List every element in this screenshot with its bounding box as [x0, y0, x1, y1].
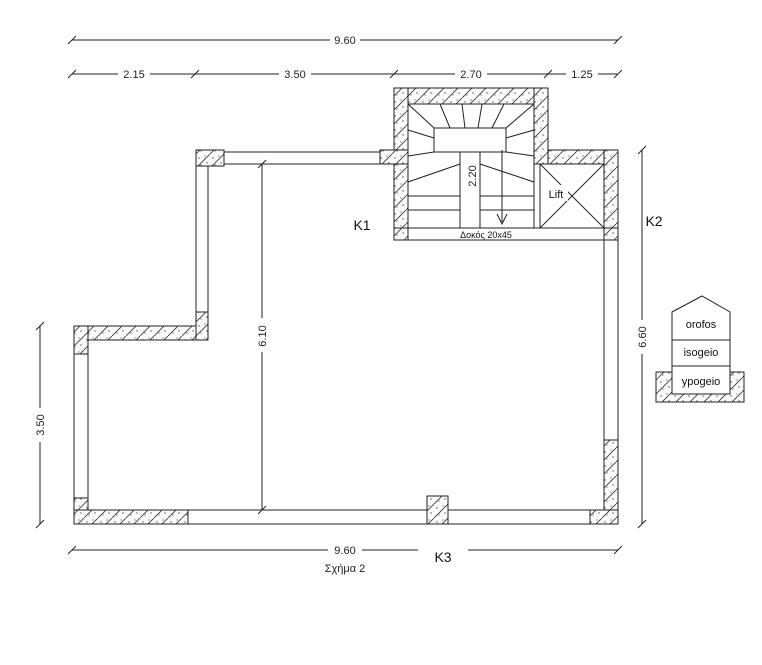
- lift-shaft: Lift: [539, 163, 605, 229]
- wall-outlines: [73, 151, 619, 525]
- legend-level-ypogeio: ypogeio: [682, 376, 721, 388]
- beam-label: Δοκός 20x45: [460, 230, 512, 240]
- legend-level-orofos: orofos: [686, 319, 717, 331]
- top-total-label: 9.60: [334, 35, 355, 47]
- left-dimension: 3.50: [31, 321, 49, 529]
- label-k3: K3: [434, 549, 451, 565]
- interior-height-label: 6.10: [257, 325, 269, 346]
- top-segment-2: 3.50: [284, 69, 305, 81]
- left-dimension-label: 3.50: [35, 414, 47, 435]
- label-k1: K1: [353, 217, 370, 233]
- lift-label: Lift: [549, 189, 564, 201]
- bottom-total-dimension: 9.60: [67, 542, 623, 562]
- top-segment-1: 2.15: [123, 69, 144, 81]
- walls: [73, 87, 619, 525]
- label-k2: K2: [645, 213, 662, 229]
- right-dimension-label: 6.60: [637, 326, 649, 347]
- staircase: 2.20: [407, 103, 535, 229]
- figure-caption: Σχήμα 2: [325, 563, 366, 575]
- interior-height-dimension: 6.10: [253, 159, 271, 515]
- stair-length-label: 2.20: [467, 165, 479, 186]
- top-segment-4: 1.25: [571, 69, 592, 81]
- level-legend: orofos isogeio ypogeio: [655, 295, 745, 403]
- top-segment-dimensions: 2.15 3.50 2.70 1.25: [67, 67, 623, 81]
- bottom-total-label: 9.60: [334, 545, 355, 557]
- top-total-dimension: 9.60: [67, 32, 623, 47]
- legend-level-isogeio: isogeio: [684, 347, 719, 359]
- right-dimension: 6.60: [633, 145, 651, 529]
- top-segment-3: 2.70: [460, 69, 481, 81]
